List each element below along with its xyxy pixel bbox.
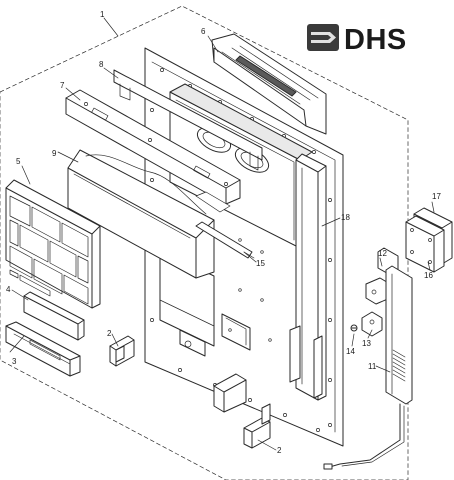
callout-3: 3 (12, 357, 17, 366)
callout-labels: 1 2 2 3 4 5 6 7 8 9 11 12 13 14 15 16 17… (6, 10, 441, 455)
firebox (159, 83, 313, 357)
callout-1: 1 (100, 10, 105, 19)
callout-11: 11 (368, 362, 377, 371)
diagonal-bracket (65, 89, 241, 205)
callout-18: 18 (341, 213, 350, 222)
control-bracket-assembly (323, 247, 413, 470)
corner-plate (213, 373, 247, 413)
small-plate (23, 291, 85, 341)
callout-2-lower: 2 (277, 446, 282, 455)
leader-lines (9, 17, 435, 451)
callout-9: 9 (52, 149, 57, 158)
top-hood (211, 33, 327, 135)
callout-2-upper: 2 (107, 329, 112, 338)
callout-15: 15 (256, 259, 265, 268)
front-glass-panel (67, 149, 231, 279)
callout-4: 4 (6, 285, 11, 294)
callout-16: 16 (424, 271, 433, 280)
callout-5: 5 (16, 157, 21, 166)
side-rail (289, 153, 327, 401)
callout-13: 13 (362, 339, 371, 348)
callout-8: 8 (99, 60, 104, 69)
brick-panel (5, 179, 101, 309)
small-bracket-upper (109, 335, 135, 367)
callout-6: 6 (201, 27, 206, 36)
double-plate (405, 207, 453, 273)
callout-14: 14 (346, 347, 355, 356)
screw (350, 324, 358, 332)
dhs-logo-mark-icon (307, 24, 339, 51)
logo-text: DHS (344, 24, 407, 56)
callout-17: 17 (432, 192, 441, 201)
dhs-logo: DHS (307, 24, 407, 56)
base-bracket (5, 321, 81, 377)
callout-12: 12 (378, 249, 387, 258)
back-strip (113, 69, 263, 171)
callout-7: 7 (60, 81, 65, 90)
small-bracket-lower (243, 403, 271, 449)
